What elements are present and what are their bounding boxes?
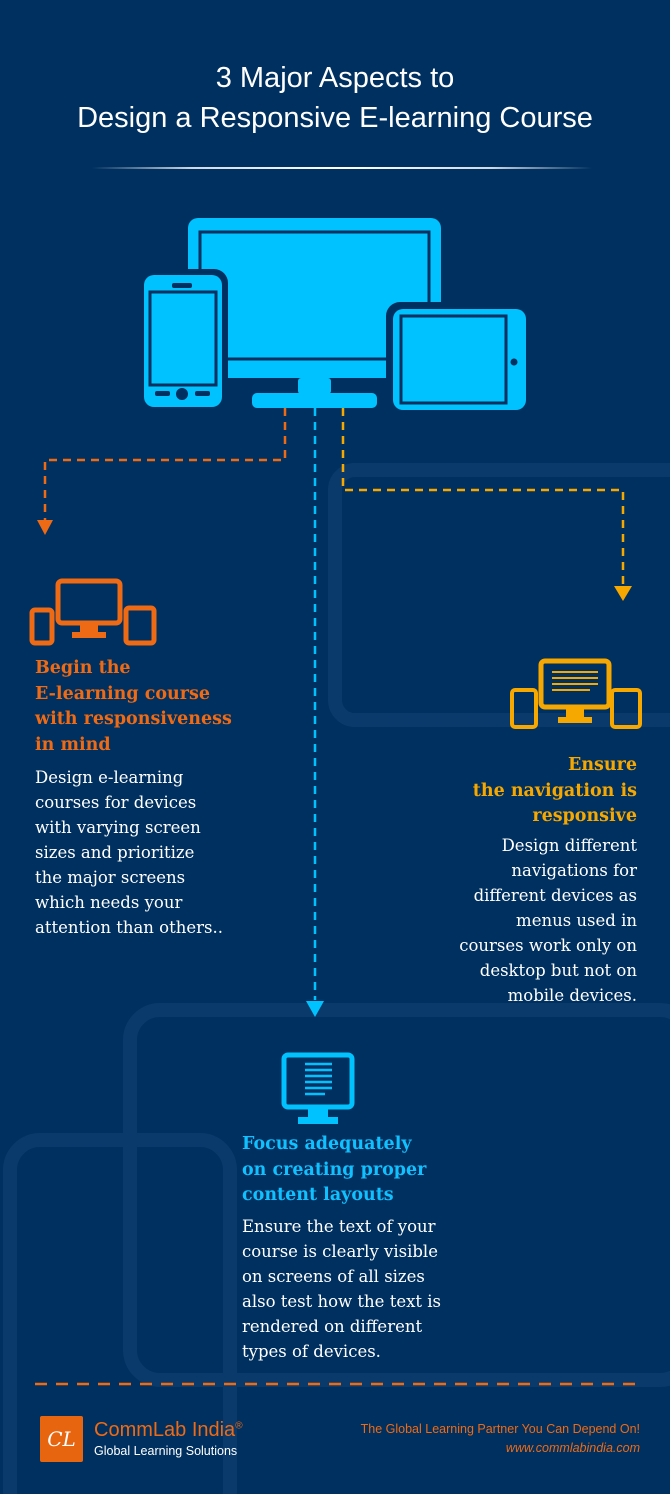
heading-line: Begin the xyxy=(35,658,131,678)
brand-subtitle: Global Learning Solutions xyxy=(94,1444,238,1458)
body-line: which needs your xyxy=(35,893,183,912)
heading-line: in mind xyxy=(35,734,111,755)
brand-text: CommLab India xyxy=(94,1419,236,1441)
brand-name: CommLab India® xyxy=(94,1419,243,1442)
registered-mark: ® xyxy=(235,1420,243,1432)
body-line: menus used in xyxy=(516,911,637,930)
body-line: navigations for xyxy=(511,861,637,880)
monitor-text-layout-icon xyxy=(281,1052,355,1124)
body-line: desktop but not on xyxy=(479,961,637,980)
multi-device-icon xyxy=(29,578,157,646)
body-line: types of devices. xyxy=(242,1342,381,1361)
body-line: the major screens xyxy=(35,868,186,887)
cyan-arrow-icon xyxy=(306,1001,324,1017)
title-line-1: 3 Major Aspects to xyxy=(215,62,455,94)
yellow-arrow-icon xyxy=(614,586,632,601)
main-devices-icon xyxy=(138,218,528,416)
body-line: Design e-learning xyxy=(35,768,184,787)
aspect-1-body: Design e-learning courses for devices wi… xyxy=(35,765,223,940)
body-line: courses for devices xyxy=(35,793,197,812)
website-link[interactable]: www.commlabindia.com xyxy=(505,1441,640,1455)
commlab-logo: CL xyxy=(40,1416,83,1462)
body-line: course is clearly visible xyxy=(242,1242,438,1261)
title-line-2: Design a Responsive E-learning Course xyxy=(77,102,593,134)
heading-line: Focus adequately xyxy=(242,1134,412,1154)
title-divider xyxy=(92,167,592,169)
orange-arrow-icon xyxy=(37,520,53,535)
heading-line: content layouts xyxy=(242,1185,394,1205)
heading-line: E-learning course xyxy=(35,683,210,704)
background-devices xyxy=(3,463,670,1494)
aspect-3-heading: Focus adequately on creating proper cont… xyxy=(242,1132,426,1209)
heading-line: the navigation is xyxy=(472,780,637,801)
body-line: also test how the text is xyxy=(242,1292,442,1311)
body-line: attention than others.. xyxy=(35,918,223,937)
multi-device-navigation-icon xyxy=(510,658,642,729)
body-line: courses work only on xyxy=(459,936,637,955)
body-line: sizes and prioritize xyxy=(35,843,195,862)
heading-line: with responsiveness xyxy=(35,709,232,729)
heading-line: responsive xyxy=(532,806,637,826)
yellow-connector xyxy=(341,408,625,585)
body-line: rendered on different xyxy=(242,1317,423,1336)
page-title: 3 Major Aspects to Design a Responsive E… xyxy=(0,58,670,138)
body-line: with varying screen xyxy=(35,818,201,837)
aspect-1-heading: Begin the E-learning course with respons… xyxy=(35,656,232,758)
tagline: The Global Learning Partner You Can Depe… xyxy=(360,1422,640,1436)
body-line: on screens of all sizes xyxy=(242,1267,425,1286)
body-line: Design different xyxy=(501,836,637,855)
heading-line: Ensure xyxy=(568,755,637,775)
body-line: different devices as xyxy=(473,886,637,905)
body-line: Ensure the text of your xyxy=(242,1217,436,1236)
heading-line: on creating proper xyxy=(242,1159,427,1180)
aspect-2-heading: Ensure the navigation is responsive xyxy=(473,753,637,830)
body-line: mobile devices. xyxy=(507,986,637,1005)
aspect-2-body: Design different navigations for differe… xyxy=(459,833,637,1008)
orange-connector xyxy=(43,408,287,520)
aspect-3-body: Ensure the text of your course is clearl… xyxy=(242,1214,441,1364)
